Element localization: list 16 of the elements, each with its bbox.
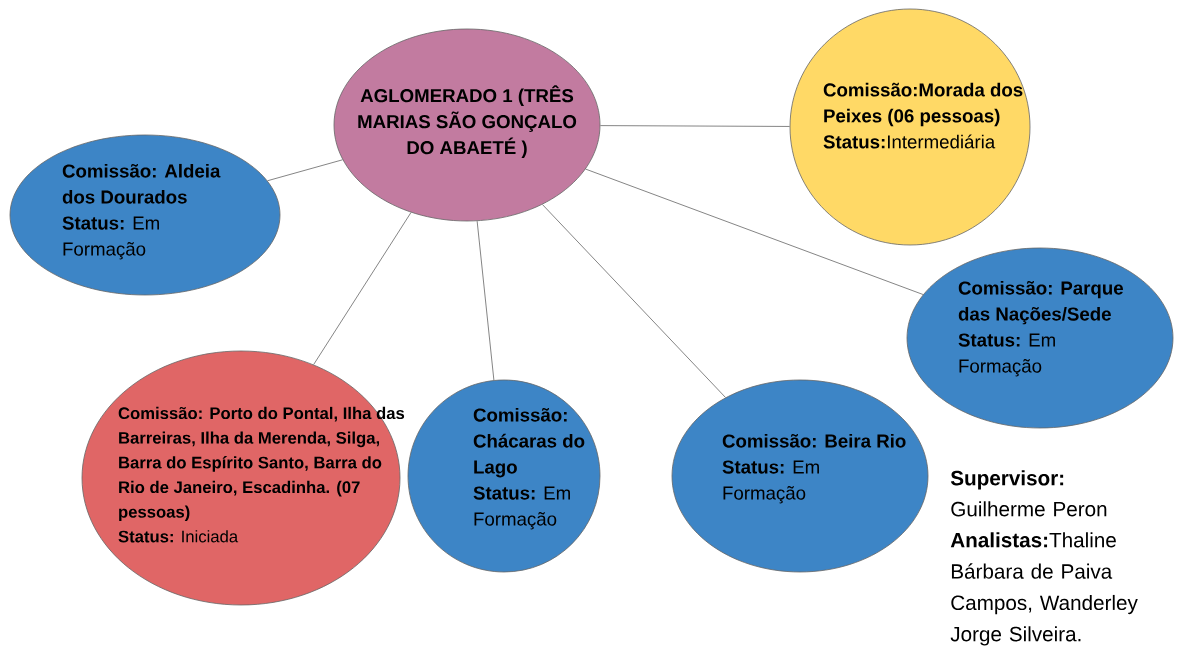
- note-text: Supervisor:: [950, 470, 1064, 490]
- ellipse-node: Comissão: Porto do Pontal, Ilha das Barreiras, Ilha da Merenda, Silga, Barra do Espírito Santo, Barra do Rio de Janeiro, Escadinha. (07 pessoas) Status: Iniciada: [81, 350, 405, 606]
- ellipse-node: Comissão: Beira Rio Status: Em Formação: [671, 379, 929, 573]
- connector-line: [585, 168, 924, 295]
- note-text: Analistas:Thaline Bárbara de Paiva Campos, Wanderley Jorge Silveira.: [950, 532, 1138, 646]
- ellipse-node: Comissão:Morada dos Peixes (06 pessoas) Status:Intermediária: [789, 8, 1031, 246]
- ellipse-node: Comissão: Parque das Nações/Sede Status: Em Formação: [906, 247, 1174, 429]
- ellipse-node: AGLOMERADO 1 (TRÊS MARIAS SÃO GONÇALO DO ABAETÉ ): [333, 28, 601, 222]
- ellipse-node: Comissão: Aldeia dos Dourados Status: Em Formação: [9, 134, 281, 296]
- connector-line: [476, 220, 495, 381]
- connector-line: [600, 125, 790, 127]
- connector-line: [313, 212, 412, 365]
- ellipse-node: Comissão: Chácaras do Lago Status: Em Formação: [407, 379, 601, 573]
- note-text: Guilherme Peron: [951, 501, 1107, 517]
- connector-line: [542, 204, 726, 398]
- connector-line: [267, 159, 343, 182]
